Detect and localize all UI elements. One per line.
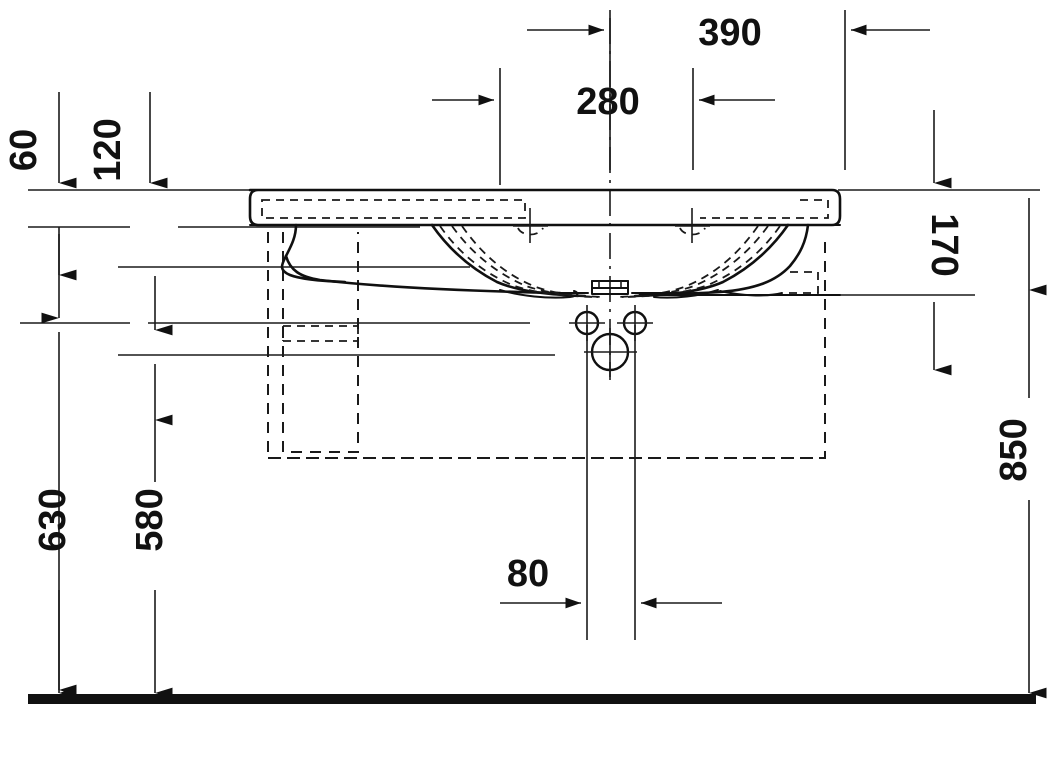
dimension-120: 120 [87, 92, 168, 189]
dimension-630: 630 [32, 234, 77, 699]
dimension-580: 580 [129, 276, 173, 699]
tap-hole-left [513, 208, 548, 243]
overflow-outlet [591, 280, 629, 295]
dimension-80: 80 [500, 325, 722, 640]
waste-outlet [584, 328, 637, 377]
dimension-390: 390 [527, 10, 930, 170]
dimension-label-60: 60 [3, 129, 45, 171]
dimension-label-280: 280 [576, 81, 639, 123]
supply-hole-left [569, 305, 605, 341]
dimension-label-390: 390 [698, 12, 761, 54]
dimension-label-80: 80 [507, 553, 549, 595]
dimension-850: 850 [993, 198, 1047, 699]
dimension-60: 60 [3, 92, 77, 324]
floor-line [28, 694, 1036, 704]
vanity-hidden-outline [267, 232, 826, 459]
washbasin-body [248, 188, 842, 299]
dimension-280: 280 [432, 68, 775, 185]
dimension-label-170: 170 [923, 213, 965, 276]
tap-hole-right [675, 208, 710, 243]
dimension-label-120: 120 [87, 118, 129, 181]
dimension-label-630: 630 [32, 488, 74, 551]
dimension-label-580: 580 [129, 488, 171, 551]
dimension-170: 170 [923, 110, 965, 376]
dimension-label-850: 850 [993, 418, 1035, 481]
supply-hole-right [617, 305, 653, 341]
